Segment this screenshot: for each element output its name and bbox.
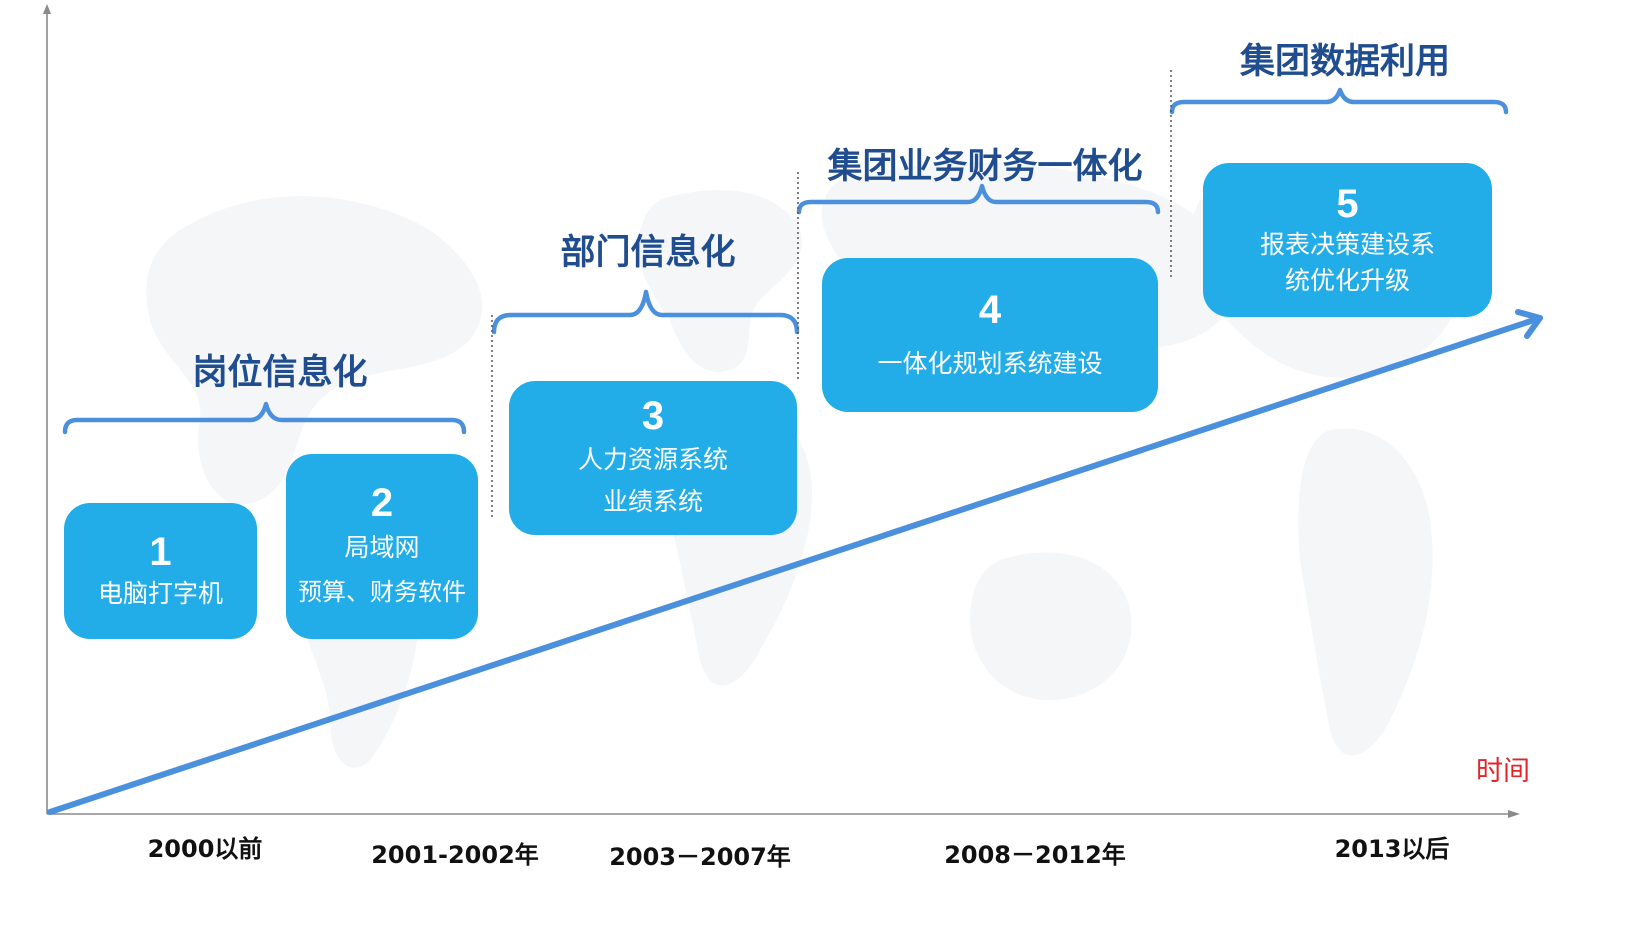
bracket-phase-4	[1169, 87, 1509, 115]
y-axis-arrowhead	[43, 4, 51, 14]
period-label-5: 2013以后	[1334, 835, 1450, 863]
stage-line: 报表决策建设系	[1259, 230, 1435, 259]
stage-number: 3	[641, 394, 665, 438]
growth-arrow	[47, 309, 1543, 815]
period-label-3: 2003－2007年	[609, 843, 791, 871]
bracket-phase-3	[796, 183, 1161, 215]
bracket-phase-1	[62, 401, 467, 435]
stage-number: 2	[370, 480, 394, 525]
stage-box-3: 3 人力资源系统 业绩系统	[509, 381, 797, 535]
stage-number: 5	[1336, 182, 1359, 226]
growth-arrowhead	[1515, 309, 1543, 339]
period-label-1: 2000以前	[147, 835, 263, 863]
x-axis-arrowhead	[1508, 810, 1520, 818]
period-label-2: 2001-2002年	[371, 841, 539, 869]
phase-title-1: 岗位信息化	[192, 353, 368, 393]
period-label-4: 2008－2012年	[944, 841, 1126, 869]
bracket-phase-2	[491, 289, 800, 335]
stage-number: 4	[978, 288, 1002, 332]
phase-title-4: 集团数据利用	[1239, 42, 1450, 82]
stage-box-2: 2 局域网 预算、财务软件	[286, 454, 478, 639]
phase-title-2: 部门信息化	[560, 233, 736, 273]
x-axis-title: 时间	[1476, 756, 1530, 787]
stage-number: 1	[149, 530, 172, 574]
stage-line: 一体化规划系统建设	[877, 349, 1103, 378]
phase-title-3: 集团业务财务一体化	[827, 147, 1143, 187]
phase-brackets	[62, 87, 1509, 435]
stage-line: 预算、财务软件	[298, 577, 466, 606]
period-separators	[491, 70, 1172, 520]
stage-line: 人力资源系统	[577, 445, 728, 474]
stage-box-4: 4 一体化规划系统建设	[822, 258, 1158, 412]
stage-line: 统优化升级	[1284, 266, 1410, 295]
stage-line: 电脑打字机	[97, 579, 223, 608]
stage-box-1: 1 电脑打字机	[64, 503, 257, 639]
stage-box-5: 5 报表决策建设系 统优化升级	[1203, 163, 1492, 317]
stage-line: 业绩系统	[602, 487, 703, 516]
axes	[43, 4, 1520, 818]
stage-line: 局域网	[344, 532, 420, 562]
